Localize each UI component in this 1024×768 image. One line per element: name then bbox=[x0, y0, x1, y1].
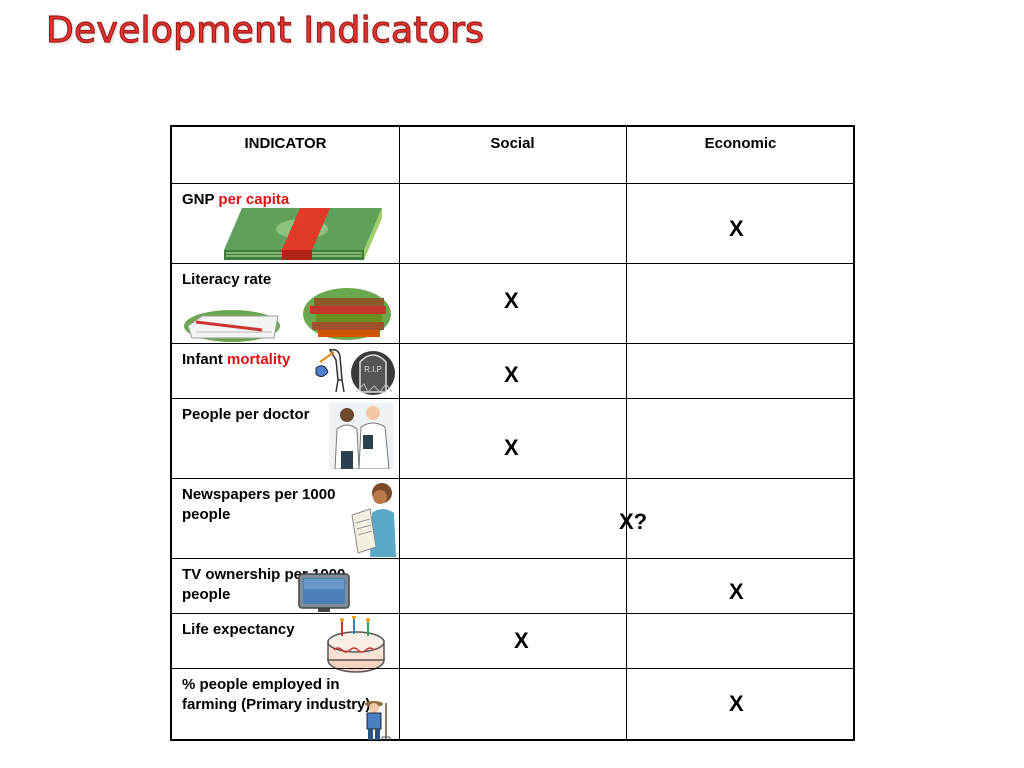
social-mark: X bbox=[504, 435, 519, 460]
table-row: Literacy rate X bbox=[172, 263, 853, 343]
economic-mark: X bbox=[729, 579, 744, 604]
economic-mark: X bbox=[729, 216, 744, 241]
slide-title: Development Indicators bbox=[45, 9, 485, 51]
svg-text:R.I.P: R.I.P bbox=[364, 365, 382, 374]
social-economic-mark: X? bbox=[619, 509, 648, 534]
header-social: Social bbox=[490, 135, 535, 152]
books-icon bbox=[184, 288, 391, 342]
social-mark: X bbox=[504, 288, 519, 313]
social-mark: X bbox=[504, 362, 519, 387]
table-row: TV ownership per 1000 people X bbox=[172, 558, 853, 613]
column-divider bbox=[399, 127, 400, 739]
economic-mark: X bbox=[729, 691, 744, 716]
indicators-table: INDICATOR Social Economic GNP per capita… bbox=[170, 125, 855, 741]
indicator-label: TV ownership per 1000 people bbox=[182, 566, 346, 603]
money-stack-icon bbox=[224, 208, 382, 260]
table-row: GNP per capita X bbox=[172, 183, 853, 263]
newspaper-reader-icon bbox=[351, 483, 396, 557]
indicator-label: Life expectancy bbox=[182, 621, 295, 638]
doctors-icon bbox=[329, 403, 393, 469]
indicator-label: % people employed in farming (Primary in… bbox=[182, 676, 371, 713]
column-divider bbox=[626, 127, 627, 739]
indicator-label: Literacy rate bbox=[182, 271, 272, 288]
social-mark: X bbox=[514, 628, 529, 653]
television-icon bbox=[298, 573, 350, 612]
table-row: Infant mortality R.I.P X bbox=[172, 343, 853, 398]
header-row: INDICATOR Social Economic bbox=[172, 127, 853, 183]
indicator-label: People per doctor bbox=[182, 406, 310, 423]
indicator-label: Infant mortality bbox=[182, 351, 291, 368]
header-indicator: INDICATOR bbox=[244, 135, 327, 152]
table-row: Life expectancy X bbox=[172, 613, 853, 673]
birthday-cake-icon bbox=[327, 616, 385, 673]
gravestone-icon: R.I.P bbox=[351, 351, 395, 395]
indicator-label: GNP per capita bbox=[182, 191, 290, 208]
table-row: Newspapers per 1000 people X? bbox=[172, 478, 853, 558]
indicator-label: Newspapers per 1000 people bbox=[182, 486, 336, 523]
table-row: % people employed in farming (Primary in… bbox=[172, 668, 853, 741]
farmer-icon bbox=[365, 701, 391, 741]
table-row: People per doctor X bbox=[172, 398, 853, 478]
header-economic: Economic bbox=[704, 135, 777, 152]
stork-baby-icon bbox=[315, 348, 345, 393]
